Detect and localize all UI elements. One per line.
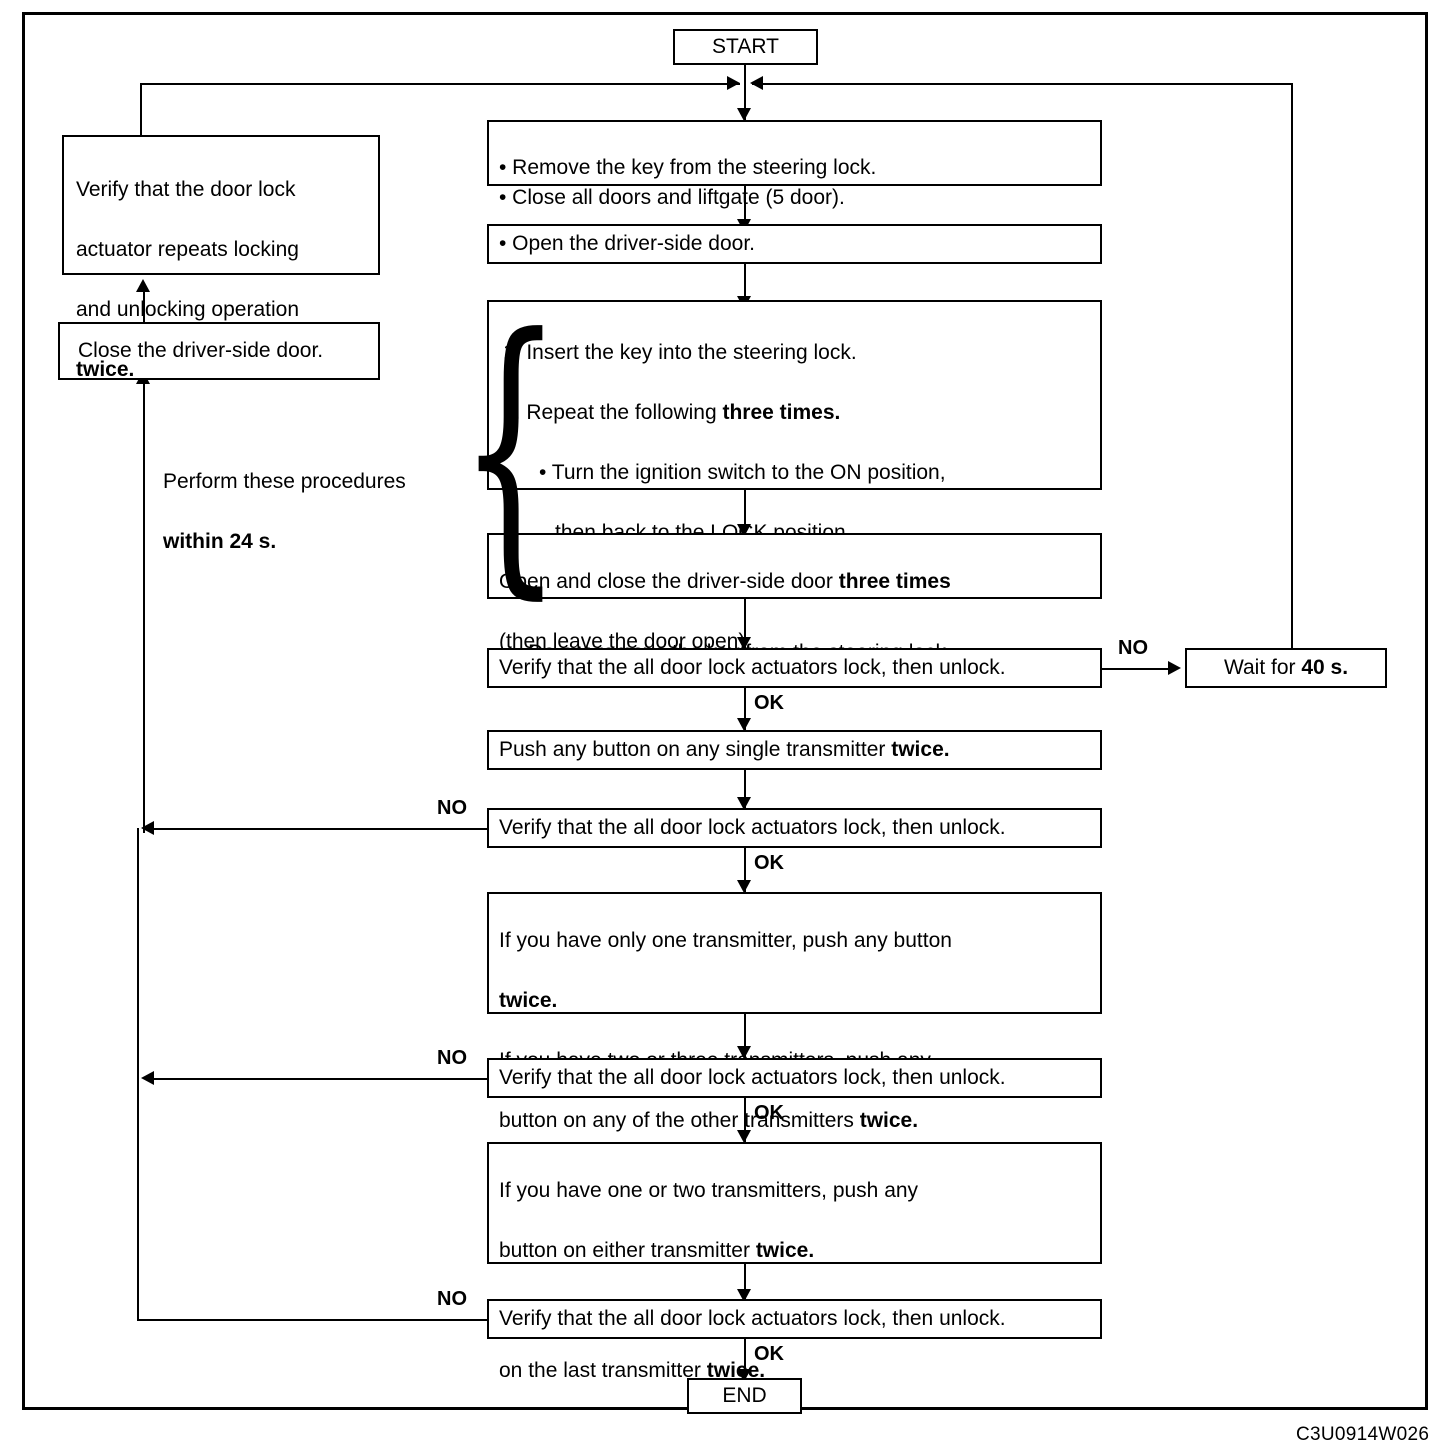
verify-actuators-1-text: Verify that the all door lock actuators … bbox=[499, 656, 1006, 679]
edge-label-no-2: NO bbox=[437, 797, 467, 819]
connector-verify2-ok bbox=[744, 848, 746, 892]
transmitter-a-twice: twice. bbox=[859, 1109, 919, 1132]
connector-verify3-ok bbox=[744, 1098, 746, 1142]
arrowhead-to-transmitter-b bbox=[737, 1130, 751, 1143]
step-insert-key-box: 1. Insert the key into the steering lock… bbox=[487, 300, 1102, 664]
edge-label-no-3: NO bbox=[437, 1047, 467, 1069]
connector-verify4-ok bbox=[744, 1339, 746, 1381]
open-close-line-1: Open and close the driver-side door thre… bbox=[499, 570, 951, 593]
edge-label-ok-4: OK bbox=[754, 1343, 784, 1365]
start-terminal: START bbox=[673, 29, 818, 65]
arrowhead-to-push-single bbox=[737, 718, 751, 731]
wait-40s-text: Wait for 40 s. bbox=[1223, 656, 1349, 679]
transmitter-a-line-2: twice. bbox=[499, 989, 558, 1012]
step-open-door-box: • Open the driver-side door. bbox=[487, 224, 1102, 264]
connector-verify3-no bbox=[150, 1078, 487, 1080]
arrowhead-to-transmitter-a bbox=[737, 880, 751, 893]
connector-transmittera-to-verify3 bbox=[744, 1014, 746, 1058]
connector-verify1-ok bbox=[744, 688, 746, 730]
step-open-close-door-box: Open and close the driver-side door thre… bbox=[487, 533, 1102, 653]
verify-actuators-4-box: Verify that the all door lock actuators … bbox=[487, 1299, 1102, 1339]
transmitter-b-line-2: button on either transmitter twice. bbox=[499, 1239, 815, 1262]
insert-key-line-3: • Turn the ignition switch to the ON pos… bbox=[539, 461, 946, 484]
verify-actuator-line-3: and unlocking operation bbox=[76, 298, 300, 321]
transmitter-b-line-1: If you have one or two transmitters, pus… bbox=[499, 1179, 919, 1202]
verify-actuators-2-text: Verify that the all door lock actuators … bbox=[499, 816, 1006, 839]
edge-label-ok-3: OK bbox=[754, 1102, 784, 1124]
transmitter-instruction-a-box: If you have only one transmitter, push a… bbox=[487, 892, 1102, 1132]
wait-40s-box: Wait for 40 s. bbox=[1185, 648, 1387, 688]
push-single-transmitter-box: Push any button on any single transmitte… bbox=[487, 730, 1102, 770]
connector-wait40s-return-up bbox=[1291, 83, 1293, 648]
wait-40s-duration: 40 s. bbox=[1301, 656, 1349, 679]
connector-transmitterb-to-verify4 bbox=[744, 1264, 746, 1300]
connector-insert-to-openclose bbox=[744, 490, 746, 536]
transmitter-a-line-4: button on any of the other transmitters … bbox=[499, 1109, 919, 1132]
connector-open-to-insert bbox=[744, 264, 746, 308]
verify-actuator-line-1: Verify that the door lock bbox=[76, 178, 296, 201]
end-terminal: END bbox=[687, 1378, 802, 1414]
push-single-transmitter-text: Push any button on any single transmitte… bbox=[499, 738, 950, 761]
push-single-twice: twice. bbox=[891, 738, 950, 761]
verify-actuators-4-text: Verify that the all door lock actuators … bbox=[499, 1307, 1006, 1330]
transmitter-b-twice-1: twice. bbox=[755, 1239, 815, 1262]
verify-actuator-repeats-box: Verify that the door lock actuator repea… bbox=[62, 135, 380, 381]
connector-verify4-no bbox=[137, 1319, 487, 1321]
step-open-door-text: • Open the driver-side door. bbox=[499, 232, 755, 255]
timing-brace: { bbox=[458, 275, 563, 624]
start-label: START bbox=[712, 35, 779, 58]
edge-label-no-1: NO bbox=[1118, 637, 1148, 659]
reference-code: C3U0914W026 bbox=[1296, 1424, 1430, 1445]
insert-key-line-2: 2. Repeat the following three times. bbox=[503, 401, 841, 424]
perform-line-1: Perform these procedures bbox=[163, 470, 406, 493]
open-close-line-2: (then leave the door open). bbox=[499, 630, 752, 653]
insert-key-line-1: 1. Insert the key into the steering lock… bbox=[503, 341, 857, 364]
arrowhead-to-verify-3 bbox=[737, 1046, 751, 1059]
verify-actuators-3-box: Verify that the all door lock actuators … bbox=[487, 1058, 1102, 1098]
end-label: END bbox=[722, 1384, 767, 1407]
connector-openclose-to-verify1 bbox=[744, 599, 746, 649]
perform-within-24s-label: Perform these procedures within 24 s. bbox=[163, 437, 463, 587]
connector-left-bus-upper bbox=[143, 378, 145, 833]
arrowhead-to-remove-key bbox=[737, 108, 751, 121]
edge-label-ok-1: OK bbox=[754, 692, 784, 714]
step-remove-key-box: • Remove the key from the steering lock.… bbox=[487, 120, 1102, 209]
close-driver-door-box: Close the driver-side door. bbox=[58, 322, 380, 380]
step-remove-key-text: • Remove the key from the steering lock.… bbox=[499, 156, 877, 209]
connector-left-bus-lower bbox=[137, 828, 139, 1320]
arrowhead-to-verify-2 bbox=[737, 797, 751, 810]
verify-actuators-3-text: Verify that the all door lock actuators … bbox=[499, 1066, 1006, 1089]
arrowhead-to-verify-actuator bbox=[136, 279, 150, 292]
transmitter-instruction-b-box: If you have one or two transmitters, pus… bbox=[487, 1142, 1102, 1382]
edge-label-ok-2: OK bbox=[754, 852, 784, 874]
connector-verify1-no bbox=[1102, 668, 1170, 670]
connector-push-to-verify2 bbox=[744, 770, 746, 808]
arrowhead-top-bus-left bbox=[727, 76, 740, 90]
close-driver-door-text: Close the driver-side door. bbox=[78, 339, 324, 362]
insert-key-three-times: three times. bbox=[722, 401, 841, 424]
connector-remove-to-open bbox=[744, 186, 746, 231]
open-close-three-times: three times bbox=[838, 570, 951, 593]
connector-verifyactuator-return-up bbox=[140, 83, 142, 135]
connector-verify2-no bbox=[150, 828, 487, 830]
arrowhead-to-verify-1 bbox=[737, 637, 751, 650]
verify-actuator-line-4: twice. bbox=[76, 358, 135, 381]
verify-actuators-1-box: Verify that the all door lock actuators … bbox=[487, 648, 1102, 688]
arrowhead-top-bus-right bbox=[750, 76, 763, 90]
arrowhead-to-wait-40s bbox=[1168, 661, 1181, 675]
connector-closedoor-to-verifyactuator bbox=[143, 285, 145, 322]
transmitter-a-line-1: If you have only one transmitter, push a… bbox=[499, 929, 952, 952]
arrowhead-verify3-no bbox=[141, 1071, 154, 1085]
edge-label-no-4: NO bbox=[437, 1288, 467, 1310]
connector-start-down bbox=[744, 65, 746, 120]
arrowhead-to-verify-4 bbox=[737, 1289, 751, 1302]
connector-top-bus-right bbox=[752, 83, 1292, 85]
verify-actuators-2-box: Verify that the all door lock actuators … bbox=[487, 808, 1102, 848]
verify-actuator-line-2: actuator repeats locking bbox=[76, 238, 299, 261]
connector-top-bus-left bbox=[140, 83, 740, 85]
perform-line-2: within 24 s. bbox=[163, 530, 277, 553]
